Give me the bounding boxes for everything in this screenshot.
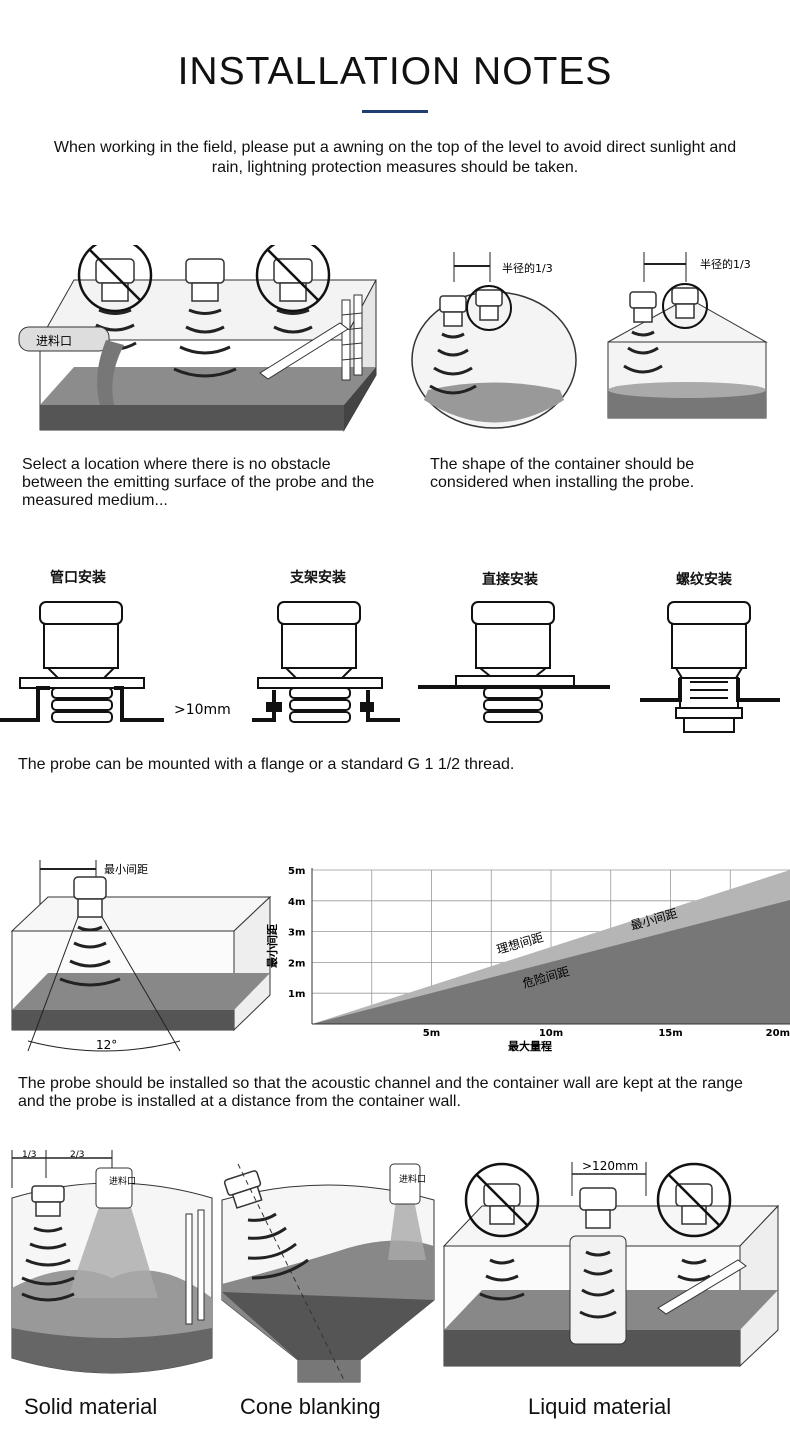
title-underline bbox=[362, 110, 428, 113]
beam-angle-illustration: 最小间距 12° bbox=[10, 860, 272, 1052]
area-danger-band bbox=[312, 900, 790, 1024]
label-cone-blanking: Cone blanking bbox=[240, 1394, 381, 1419]
cone-inlet-label: 进料口 bbox=[399, 1173, 426, 1185]
mount-label-bracket: 支架安装 bbox=[290, 570, 346, 586]
chart-x-tick-label: 15m bbox=[658, 1028, 682, 1039]
mount-label-nozzle: 管口安装 bbox=[50, 570, 106, 586]
mounting-methods-illustration: >10mm bbox=[0, 601, 780, 733]
ratio-two-thirds: 2/3 bbox=[70, 1150, 84, 1160]
chart-y-tick-label: 4m bbox=[288, 897, 305, 908]
chart-x-axis-label: 最大量程 bbox=[508, 1039, 552, 1053]
label-solid-material: Solid material bbox=[24, 1394, 158, 1419]
caption-mounting: The probe can be mounted with a flange o… bbox=[18, 756, 515, 773]
caption-obstacle: Select a location where there is no obst… bbox=[22, 456, 375, 509]
page-title: INSTALLATION NOTES bbox=[177, 50, 613, 93]
chart-y-tick-label: 2m bbox=[288, 958, 305, 969]
chart-x-tick-label: 20m bbox=[766, 1028, 790, 1039]
label-liquid-material: Liquid material bbox=[528, 1394, 672, 1419]
caption-beam-range: The probe should be installed so that th… bbox=[18, 1075, 743, 1110]
ratio-one-third: 1/3 bbox=[22, 1150, 36, 1160]
intro-text: When working in the field, please put a … bbox=[53, 139, 737, 176]
chart-y-axis-label: 最小间距 bbox=[265, 924, 279, 968]
radius-label-right: 半径的1/3 bbox=[700, 257, 751, 271]
mount-label-thread: 螺纹安装 bbox=[676, 572, 732, 588]
chart-x-tick-label: 5m bbox=[423, 1028, 440, 1039]
chart-y-tick-label: 5m bbox=[288, 866, 305, 877]
mount-label-direct: 直接安装 bbox=[482, 572, 538, 588]
obstacle-tank-illustration: 进料口 bbox=[18, 245, 377, 432]
container-shape-illustration: 半径的1/3 半径的1/3 bbox=[411, 252, 768, 429]
solid-inlet-label: 进料口 bbox=[109, 1175, 136, 1187]
chart-y-tick-label: 3m bbox=[288, 928, 305, 939]
inlet-label: 进料口 bbox=[36, 334, 72, 348]
liquid-material-illustration: >120mm bbox=[442, 1160, 780, 1368]
min-distance-label: 最小间距 bbox=[104, 863, 148, 876]
cone-blanking-illustration: 进料口 bbox=[221, 1163, 435, 1383]
radius-label-left: 半径的1/3 bbox=[502, 261, 553, 275]
chart-y-tick-label: 1m bbox=[288, 989, 305, 1000]
gap-label-liquid: >120mm bbox=[582, 1160, 638, 1173]
caption-container-shape: The shape of the container should be con… bbox=[430, 456, 695, 491]
chart-x-tick-label: 10m bbox=[539, 1028, 563, 1039]
gap-label-mount: >10mm bbox=[174, 702, 231, 718]
solid-material-illustration: 1/3 2/3 进料口 bbox=[11, 1150, 213, 1374]
angle-label: 12° bbox=[96, 1038, 117, 1052]
